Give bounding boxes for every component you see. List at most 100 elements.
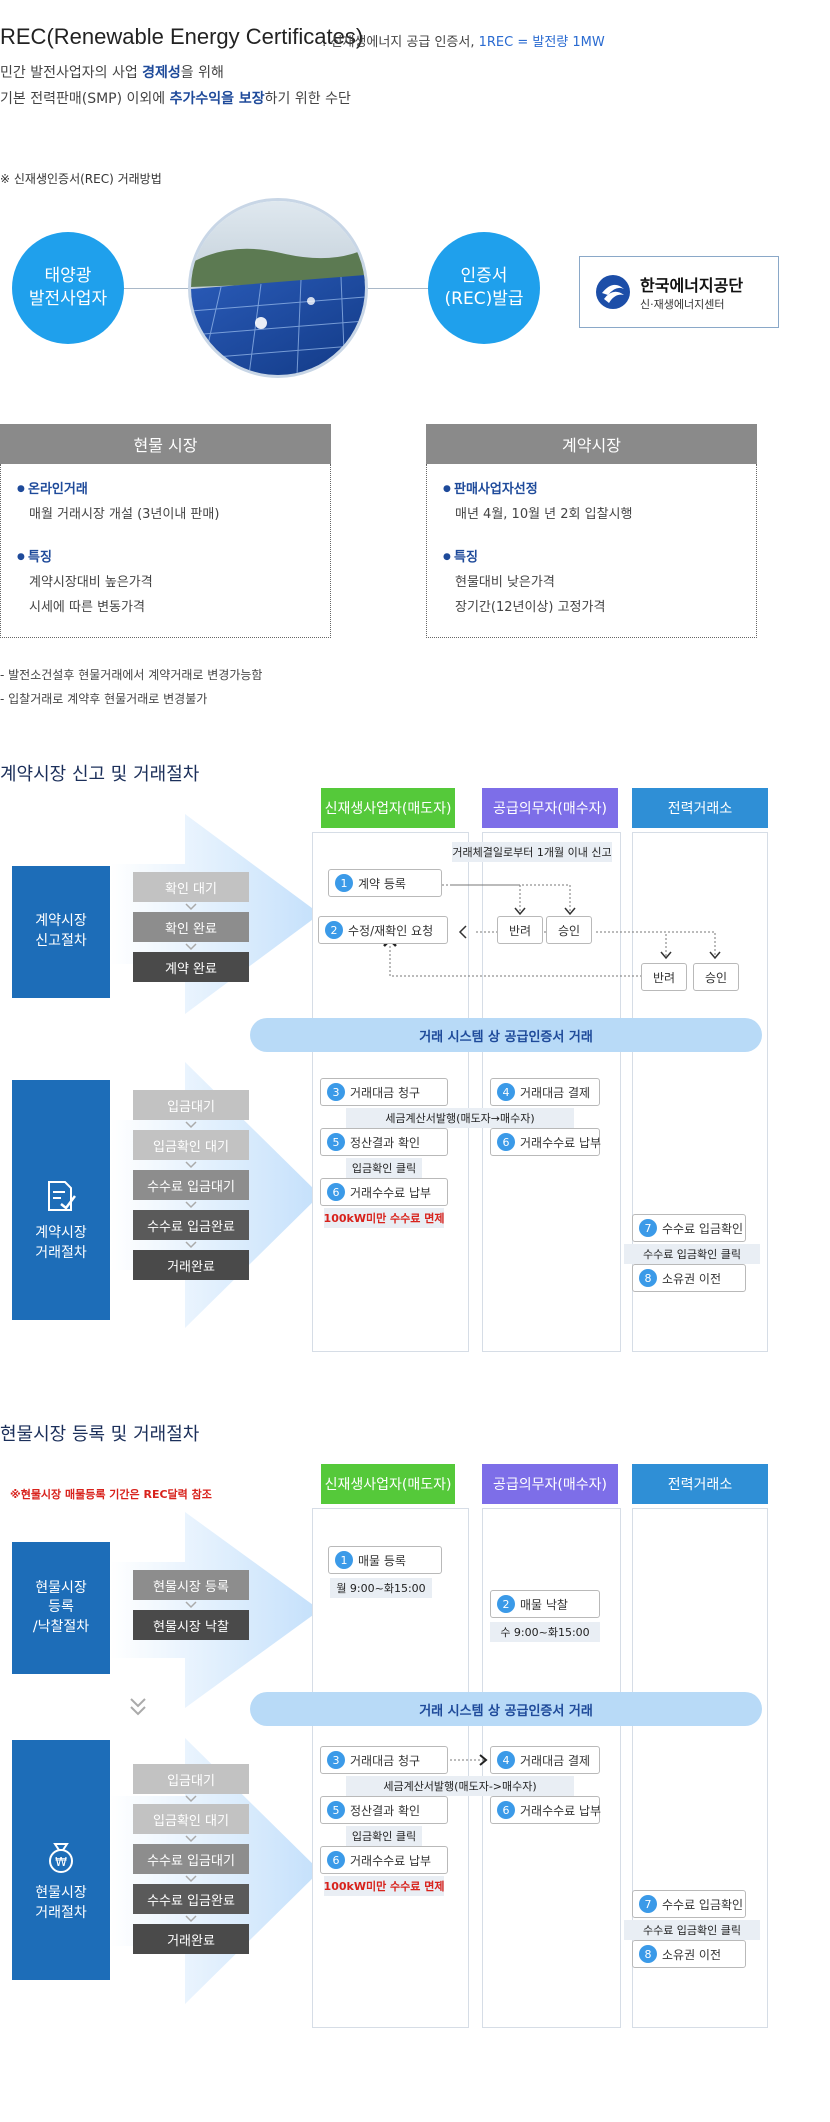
chevron-down-icon [185, 1201, 197, 1209]
method-note: ※ 신재생인증서(REC) 거래방법 [0, 172, 162, 186]
agency-emblem-icon [596, 275, 630, 309]
chevron-down-icon [185, 1875, 197, 1883]
step-fee-deposit-done: 수수료 입금완료 [133, 1884, 249, 1914]
chevron-down-icon [185, 1795, 197, 1803]
chevron-down-icon [185, 1161, 197, 1169]
step-confirm-wait: 확인 대기 [133, 872, 249, 902]
fee-exempt-note: 100kW미만 수수료 면제 [324, 1208, 444, 1228]
invoice-tag: 세금계산서발행(매도자→매수자) [346, 1108, 574, 1128]
step-fee-deposit-wait: 수수료 입금대기 [133, 1844, 249, 1874]
report-step-list: 확인 대기 확인 완료 계약 완료 [133, 872, 249, 982]
page-title: REC(Renewable Energy Certificates) [0, 24, 364, 49]
spot-trade-step-list: 입금대기 입금확인 대기 수수료 입금대기 수수료 입금완료 거래완료 [133, 1764, 249, 1954]
rec-definition: : 신재생에너지 공급 인증서, 1REC = 발전량 1MW [322, 35, 605, 50]
spot-section-title: 현물시장 등록 및 거래절차 [0, 1424, 200, 1445]
buyer-column-header: 공급의무자(매수자) [482, 788, 618, 828]
step-deposit-confirm-wait: 입금확인 대기 [133, 1130, 249, 1160]
chevron-down-icon [185, 1915, 197, 1923]
buyer-column-header: 공급의무자(매수자) [482, 1464, 618, 1504]
report-flow-lines [383, 884, 721, 977]
listing-time-tag: 월 9:00~화15:00 [330, 1578, 432, 1598]
document-check-icon [48, 1181, 76, 1212]
chevron-down-icon [185, 1241, 197, 1249]
contract-market-title: 계약시장 [426, 424, 757, 464]
seller-column-header: 신재생사업자(매도자) [321, 1464, 455, 1504]
deposit-confirm-tag: 입금확인 클릭 [346, 1826, 422, 1846]
fee-confirm-tag: 수수료 입금확인 클릭 [624, 1244, 760, 1264]
exchange-column-header: 전력거래소 [632, 1464, 768, 1504]
chevron-down-icon [185, 1835, 197, 1843]
fee-confirm-tag: 수수료 입금확인 클릭 [624, 1920, 760, 1940]
step-deposit-wait: 입금대기 [133, 1090, 249, 1120]
step-confirm-done: 확인 완료 [133, 912, 249, 942]
intro-line-1: 민간 발전사업자의 사업 경제성을 위해 [0, 65, 224, 81]
energy-agency-logo: 한국에너지공단 신·재생에너지센터 [579, 256, 779, 328]
chevron-down-icon [185, 943, 197, 951]
certificate-trade-band: 거래 시스템 상 공급인증서 거래 [250, 1692, 762, 1726]
contract-market-card: 계약시장 판매사업자선정 매년 4월, 10월 년 2회 입찰시행 특징 현물대… [426, 424, 757, 638]
chevron-down-icon [185, 903, 197, 911]
step-trade-done: 거래완료 [133, 1924, 249, 1954]
trade-step-list: 입금대기 입금확인 대기 수수료 입금대기 수수료 입금완료 거래완료 [133, 1090, 249, 1280]
invoice-tag: 세금계산서발행(매도자->매수자) [346, 1776, 574, 1796]
solar-panel-photo [188, 198, 368, 378]
note-line: - 입찰거래로 계약후 현물거래로 변경불가 [0, 692, 208, 706]
step-contract-done: 계약 완료 [133, 952, 249, 982]
step-deposit-confirm-wait: 입금확인 대기 [133, 1804, 249, 1834]
report-deadline-tag: 거래체결일로부터 1개월 이내 신고 [452, 842, 612, 862]
deposit-confirm-tag: 입금확인 클릭 [346, 1158, 422, 1178]
exchange-approve-box: 승인 [693, 963, 739, 991]
exchange-reject-box: 반려 [641, 963, 687, 991]
buyer-reject-box: 반려 [497, 916, 543, 944]
step-spot-award: 현물시장 낙찰 [133, 1610, 249, 1640]
seller-column-header: 신재생사업자(매도자) [321, 788, 455, 828]
note-line: - 발전소건설후 현물거래에서 계약거래로 변경가능함 [0, 668, 263, 682]
chevron-down-icon [185, 1601, 197, 1609]
chevron-down-icon [185, 1121, 197, 1129]
step-fee-deposit-done: 수수료 입금완료 [133, 1210, 249, 1240]
spot-market-title: 현물 시장 [0, 424, 331, 464]
register-step-list: 현물시장 등록 현물시장 낙찰 [133, 1570, 249, 1640]
spot-period-note: ※현물시장 매물등록 기간은 REC달력 참조 [10, 1488, 212, 1501]
step-trade-done: 거래완료 [133, 1250, 249, 1280]
award-time-tag: 수 9:00~화15:00 [490, 1622, 600, 1642]
money-bag-icon: ₩ [49, 1843, 73, 1874]
rec-issue-circle: 인증서(REC)발급 [428, 232, 540, 344]
intro-line-2: 기본 전력판매(SMP) 이외에 추가수익을 보장하기 위한 수단 [0, 91, 351, 107]
fee-exempt-note: 100kW미만 수수료 면제 [324, 1876, 444, 1896]
spot-market-card: 현물 시장 온라인거래 매월 거래시장 개설 (3년이내 판매) 특징 계약시장… [0, 424, 331, 638]
buyer-approve-box: 승인 [546, 916, 592, 944]
exchange-column-header: 전력거래소 [632, 788, 768, 828]
certificate-trade-band: 거래 시스템 상 공급인증서 거래 [250, 1018, 762, 1052]
svg-text:₩: ₩ [55, 1855, 67, 1869]
step-deposit-wait: 입금대기 [133, 1764, 249, 1794]
double-chevron-down-icon [130, 1698, 146, 1716]
step-fee-deposit-wait: 수수료 입금대기 [133, 1170, 249, 1200]
payment-flow-arrow [450, 1754, 488, 1766]
contract-section-title: 계약시장 신고 및 거래절차 [0, 764, 200, 785]
step-spot-register: 현물시장 등록 [133, 1570, 249, 1600]
